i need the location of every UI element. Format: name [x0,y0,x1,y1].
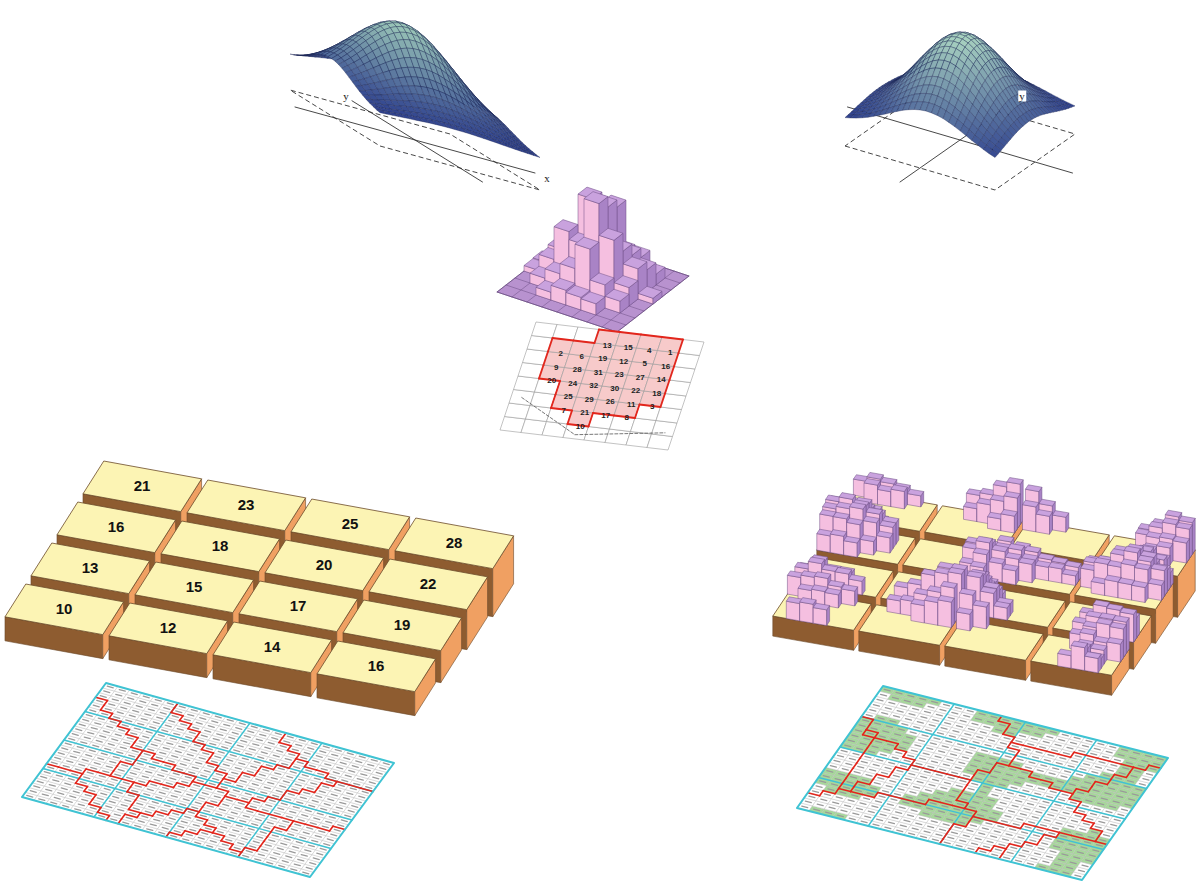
grid-cell [656,407,682,423]
grid-cell [647,434,673,450]
surface-patch [530,153,540,158]
surface-plot [290,21,540,190]
surface-plot [845,32,1075,190]
grid-cell [652,421,678,437]
histogram [497,187,689,332]
